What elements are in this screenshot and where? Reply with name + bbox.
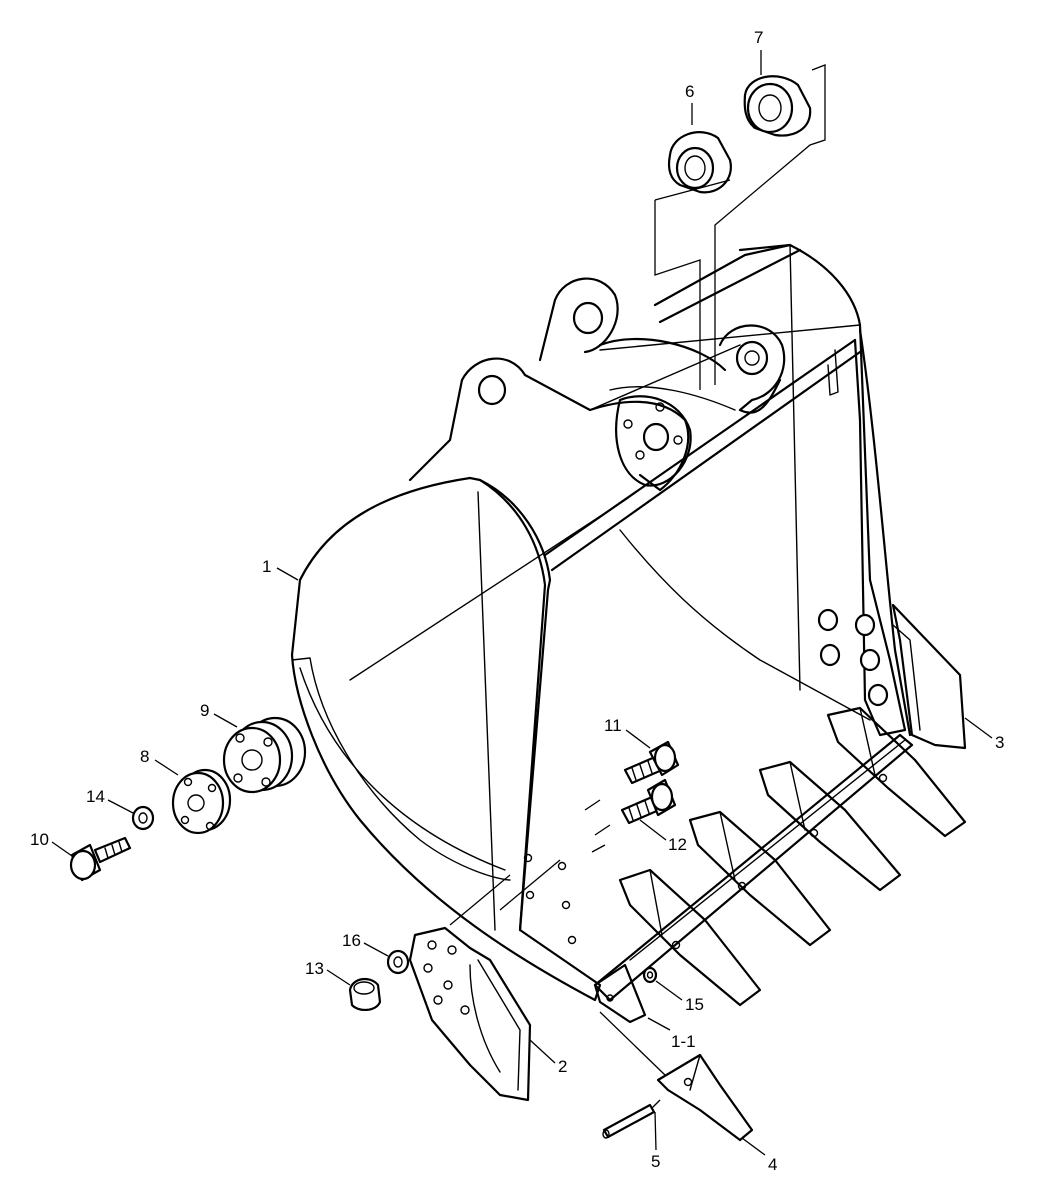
callout-label-1: 1: [262, 557, 271, 576]
pin-bosses: [408, 277, 786, 492]
side-cutter-right: [891, 603, 967, 750]
tooth-row: [593, 706, 967, 1024]
callout-label-7: 7: [754, 28, 763, 47]
callout-14: 14: [86, 787, 134, 814]
callout-label-13: 13: [305, 959, 324, 978]
callout-7: 7: [754, 28, 763, 75]
bushing-6: [667, 131, 732, 194]
tooth-4: [599, 1011, 754, 1142]
callout-12: 12: [639, 819, 687, 854]
nut-13: [348, 977, 382, 1011]
washer-16: [386, 949, 410, 975]
callout-label-14: 14: [86, 787, 105, 806]
callout-8: 8: [140, 747, 179, 776]
callout-15: 15: [655, 980, 704, 1014]
callout-label-4: 4: [768, 1155, 777, 1174]
side-bolt-holes-left: [523, 853, 577, 945]
callout-label-10: 10: [30, 830, 49, 849]
bolt-10: [69, 836, 132, 882]
callout-4: 4: [741, 1137, 777, 1174]
plate-8: [171, 768, 232, 835]
callout-label-6: 6: [685, 82, 694, 101]
callout-11: 11: [604, 716, 651, 749]
callout-label-9: 9: [200, 701, 209, 720]
callout-5: 5: [651, 1111, 660, 1171]
callout-label-11: 11: [604, 716, 622, 735]
pin-5: [602, 1099, 661, 1139]
washer-14: [131, 805, 155, 831]
shim-9: [222, 716, 307, 794]
callout-label-3: 3: [995, 733, 1004, 752]
callout-label-5: 5: [651, 1152, 660, 1171]
callout-label-15: 15: [685, 995, 704, 1014]
callout-13: 13: [305, 959, 351, 986]
callout-label-8: 8: [140, 747, 149, 766]
callout-9: 9: [200, 701, 238, 728]
washer-15: [642, 966, 658, 984]
bushing-leaders: [654, 64, 826, 390]
callout-16: 16: [342, 931, 389, 957]
bucket-body: [290, 243, 914, 1002]
bolt-11: [623, 740, 680, 785]
callout-6: 6: [685, 82, 694, 125]
callout-1: 1: [262, 557, 299, 581]
callout-1-1: 1-1: [647, 1017, 696, 1051]
bushing-7: [743, 75, 812, 137]
callout-2: 2: [529, 1039, 567, 1076]
callout-3: 3: [964, 717, 1004, 752]
callout-label-12: 12: [668, 835, 687, 854]
bolt-12: [620, 778, 677, 825]
callout-10: 10: [30, 830, 73, 857]
side-cutter-left: [408, 926, 532, 1102]
callout-label-1-1: 1-1: [671, 1032, 696, 1051]
callout-label-16: 16: [342, 931, 361, 950]
callout-label-2: 2: [558, 1057, 567, 1076]
side-bolt-holes-right: [817, 608, 889, 707]
